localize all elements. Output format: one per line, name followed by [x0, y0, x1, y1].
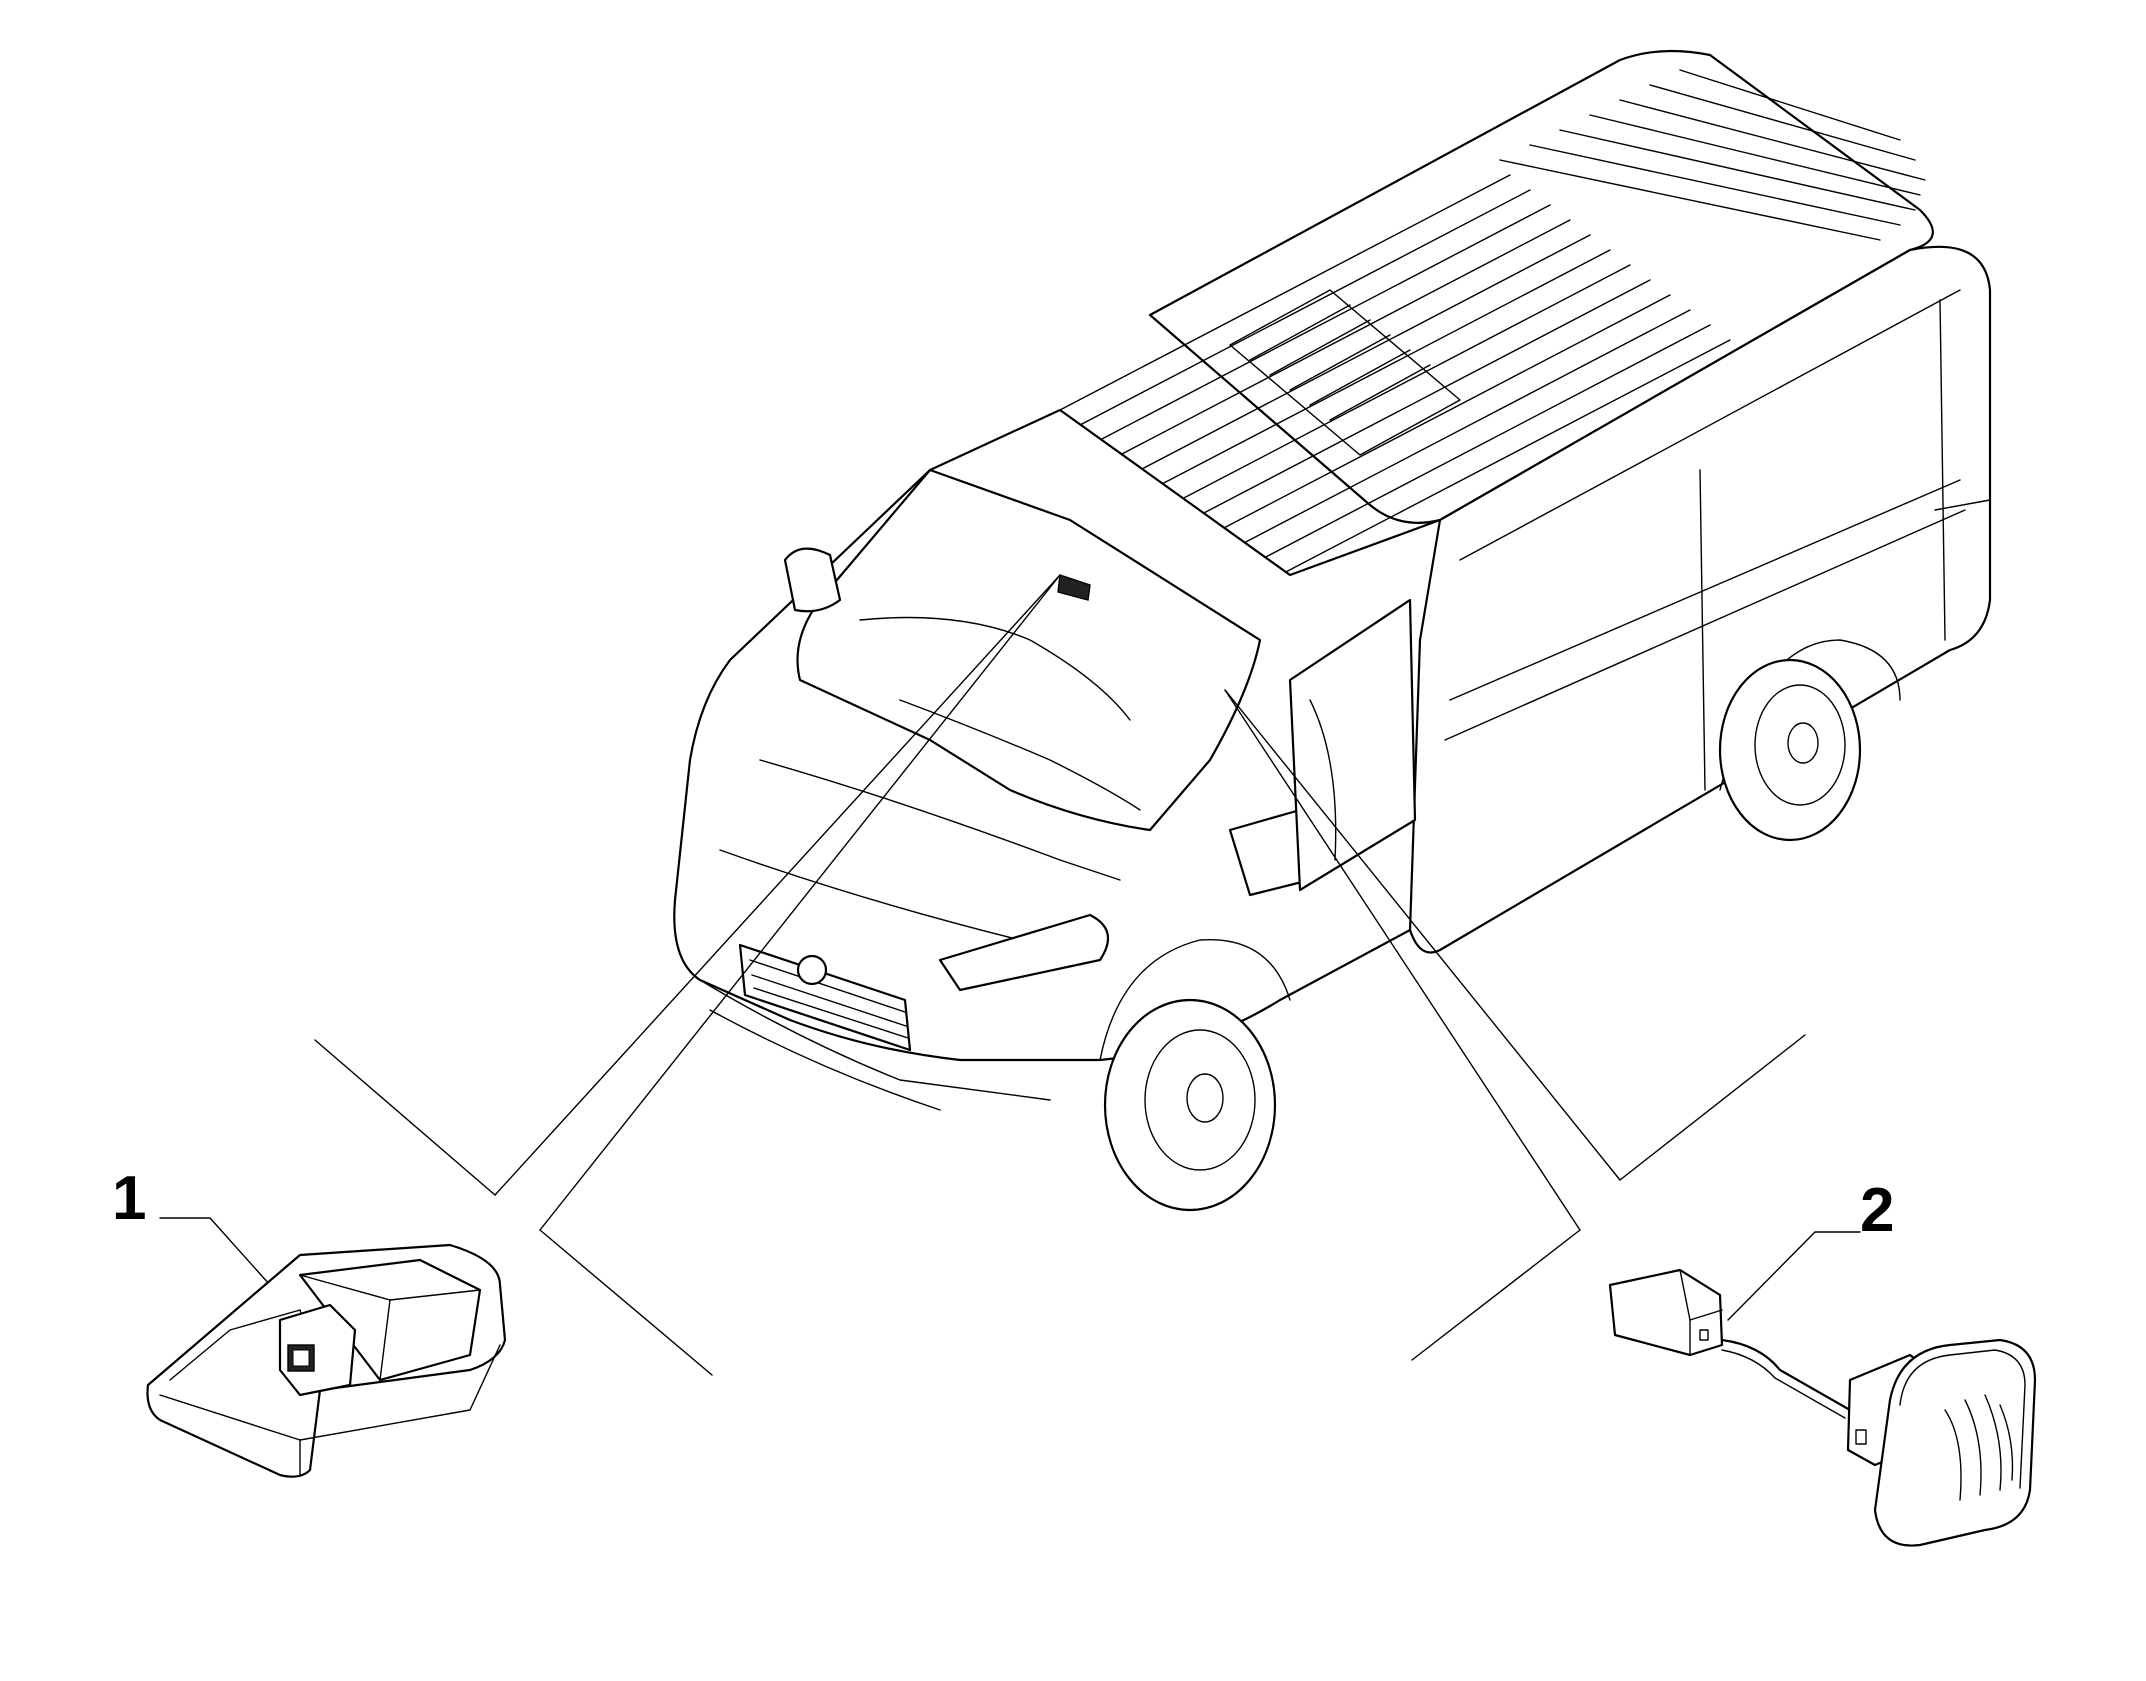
- headlight: [938, 913, 1110, 992]
- rear-wheel: [1718, 658, 1862, 842]
- leader-1-c: [314, 1039, 496, 1196]
- roof-ribs: [1059, 174, 1731, 576]
- cover-ridge: [1944, 1409, 1962, 1501]
- rear-camera-with-connector: [1608, 1268, 2037, 1547]
- roof-long-ribs: [1499, 69, 1926, 241]
- callout-1-pointer: [159, 1217, 271, 1286]
- callout-label-1: 1: [112, 1164, 147, 1233]
- leader-1-d: [539, 1229, 713, 1376]
- front-wheel: [1103, 998, 1277, 1212]
- camera-cover: [1873, 1338, 2037, 1547]
- leader-2-d: [1411, 1229, 1581, 1361]
- leader-2-c: [1619, 1034, 1806, 1181]
- callout-label-2: 2: [1860, 1176, 1895, 1245]
- windshield: [796, 468, 1262, 832]
- door-window: [1288, 598, 1417, 892]
- leader-1-b: [539, 574, 1061, 1231]
- leader-2-b: [1224, 689, 1581, 1231]
- cable: [1720, 1338, 1852, 1412]
- van-illustration: [673, 49, 1992, 1212]
- camera-lens-housing: [278, 1303, 357, 1397]
- front-camera-module: [146, 1243, 507, 1478]
- van-roof: [1148, 49, 1934, 524]
- roof-panel: [1229, 289, 1461, 456]
- leader-2-a: [1224, 689, 1621, 1181]
- connector-plug: [1608, 1268, 1724, 1357]
- leader-1-a: [494, 574, 1061, 1196]
- callout-2-pointer: [1727, 1231, 1861, 1321]
- left-mirror: [783, 547, 842, 613]
- leader-lines: [159, 574, 1861, 1376]
- mirror-mount: [1057, 574, 1091, 601]
- badge-logo: [796, 954, 828, 986]
